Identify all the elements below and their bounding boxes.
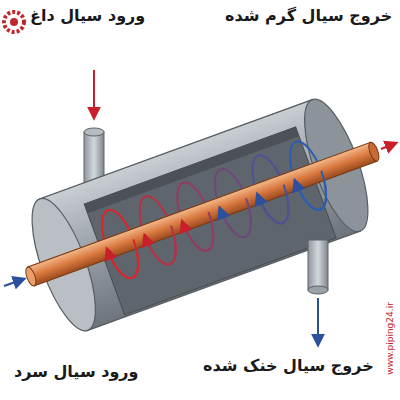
swirl-front	[107, 239, 146, 282]
swirl-front	[257, 185, 296, 228]
cold-inlet-arrow	[4, 279, 24, 286]
swirl-front	[295, 171, 334, 214]
hot-inlet-arrow	[93, 70, 95, 118]
logo	[4, 12, 24, 32]
shell	[3, 85, 400, 344]
swirl-front	[220, 198, 259, 241]
flow-label: خروج سیال گرم شده	[225, 6, 392, 25]
swirl-front	[182, 212, 221, 255]
outlet-nozzle	[308, 240, 328, 294]
flow-label: ورود سیال سرد	[14, 362, 139, 381]
watermark: www.piping24.ir	[385, 302, 396, 374]
cooled-outlet-arrow	[317, 298, 319, 345]
flow-label: ورود سیال داغ	[30, 6, 145, 25]
heated-outlet-arrow	[381, 143, 396, 149]
flow-label: خروج سیال خنک شده	[203, 356, 374, 375]
swirl-front	[145, 226, 184, 269]
